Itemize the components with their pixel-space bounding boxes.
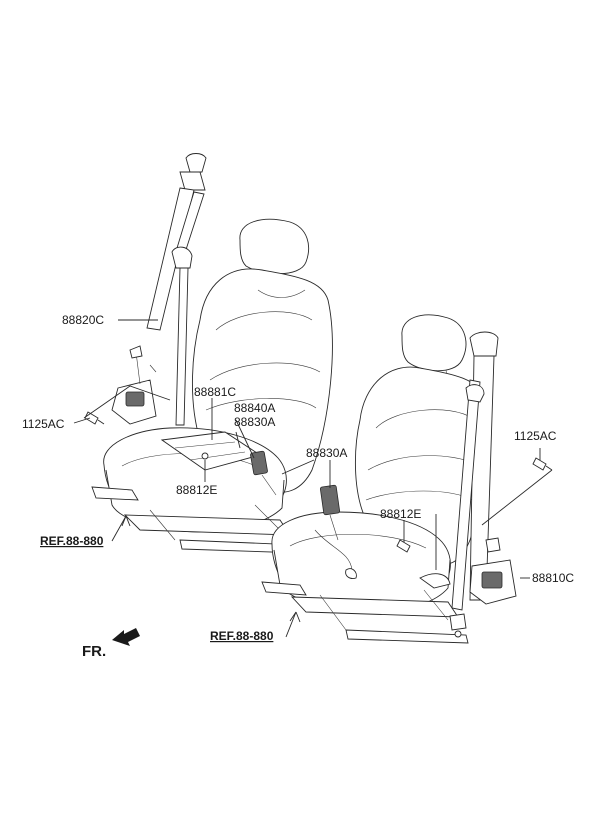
ref-link-right[interactable]: REF.88-880	[210, 629, 274, 643]
label-88830a-left: 88830A	[234, 415, 275, 429]
left-belt-assembly	[84, 153, 207, 426]
label-88810c: 88810C	[532, 571, 574, 585]
right-seat	[261, 314, 488, 644]
front-direction-arrow	[112, 628, 140, 646]
left-seat	[91, 218, 333, 554]
label-88840a: 88840A	[234, 401, 275, 415]
right-belt-assembly	[449, 331, 553, 638]
ref-link-left[interactable]: REF.88-880	[40, 534, 104, 548]
label-1125ac-left: 1125AC	[22, 417, 65, 431]
label-88820c: 88820C	[62, 313, 104, 327]
label-88881c: 88881C	[194, 385, 236, 399]
front-label: FR.	[82, 643, 106, 660]
label-88812e-left: 88812E	[176, 483, 217, 497]
label-88812e-right: 88812E	[380, 507, 421, 521]
label-1125ac-right: 1125AC	[514, 429, 557, 443]
label-88830a-right: 88830A	[306, 446, 347, 460]
leader-lines	[73, 319, 553, 638]
